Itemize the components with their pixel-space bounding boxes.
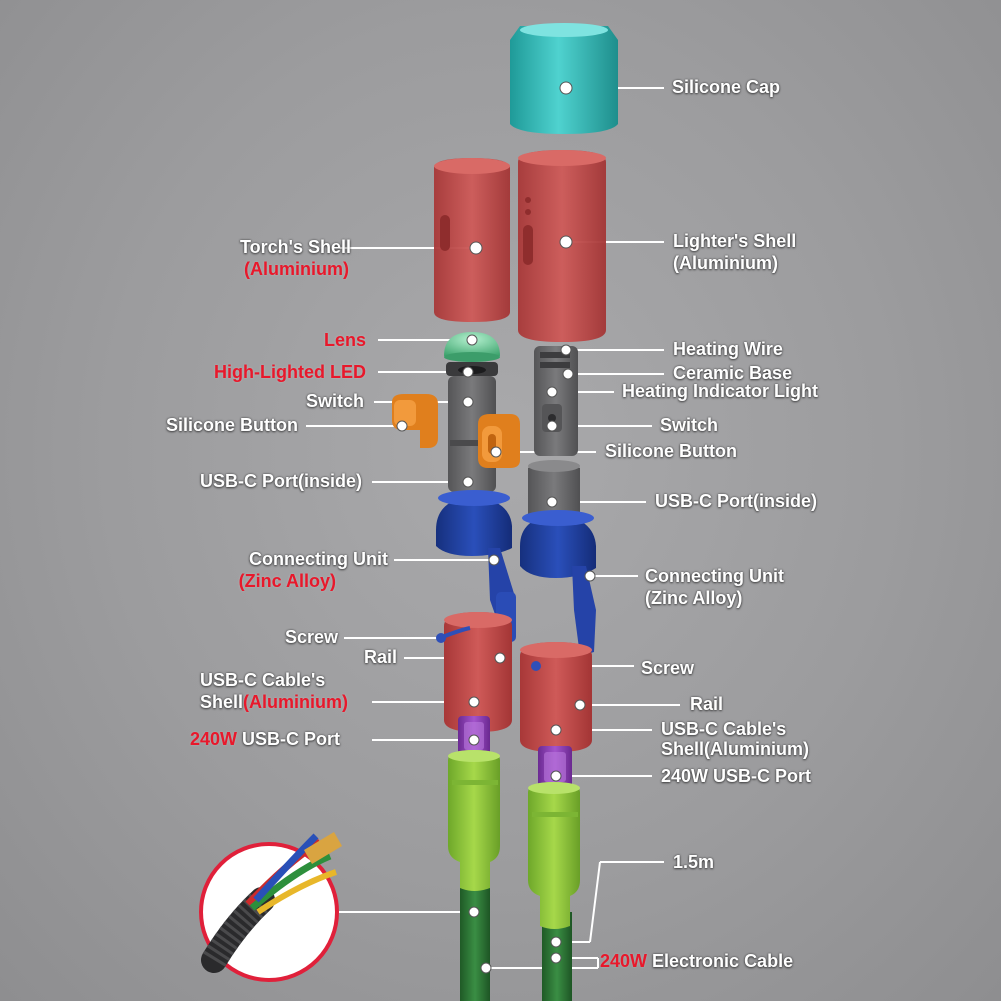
label-usbc-port-240w-right: 240W USB-C Port (661, 766, 812, 786)
label-lens: Lens (323, 330, 366, 350)
label-torch-shell: Torch's Shell (240, 237, 351, 257)
callout-dots (396, 81, 596, 974)
label-screw-right: Screw (641, 658, 695, 678)
lighter-heating-module (534, 346, 578, 456)
label-cable-shell-left-line2: Shell(Aluminium) (200, 692, 348, 713)
label-lighter-shell: Lighter's Shell (673, 231, 797, 251)
label-silicone-button-left: Silicone Button (166, 415, 298, 435)
label-rail-right: Rail (690, 694, 724, 714)
cable-right (528, 782, 580, 1001)
cable-shell-right (520, 642, 592, 752)
label-connecting-unit-right-material: (Zinc Alloy) (645, 588, 743, 608)
cable-left (448, 750, 500, 1001)
label-heating-wire: Heating Wire (673, 339, 783, 359)
connecting-unit-right (520, 510, 596, 656)
label-heating-indicator-light: Heating Indicator Light (622, 381, 818, 401)
lighter-usbc-module (528, 460, 580, 524)
label-240w-left-text: USB-C Port (237, 729, 341, 749)
cable-shell-left (436, 612, 512, 732)
torch-silicone-button-left (392, 394, 438, 448)
label-cable-length: 1.5m (673, 852, 715, 872)
usbc-port-right (538, 746, 572, 788)
label-cable-shell-left-line1: USB-C Cable's (200, 670, 326, 690)
label-cable-shell-left-material: (Aluminium) (243, 692, 349, 712)
label-connecting-unit-left-material: (Zinc Alloy) (238, 571, 336, 591)
label-connecting-unit-left: Connecting Unit (249, 549, 388, 569)
label-cable-shell-left-shell: Shell (200, 692, 244, 712)
silicone-cap (510, 23, 618, 134)
label-ceramic-base: Ceramic Base (673, 363, 793, 383)
label-cable-shell-right-line2: Shell(Aluminium) (661, 739, 809, 759)
label-switch-right: Switch (660, 415, 719, 435)
label-240w-left-power: 240W (190, 729, 238, 749)
label-silicone-button-right: Silicone Button (605, 441, 737, 461)
label-cable-text: Electronic Cable (647, 951, 794, 971)
label-usbc-port-inside-right: USB-C Port(inside) (655, 491, 817, 511)
label-electronic-cable: 240W Electronic Cable (600, 951, 793, 972)
cable-cross-section-inset (199, 832, 342, 982)
label-lighter-shell-material: (Aluminium) (673, 253, 778, 273)
torch-silicone-button-right (478, 414, 520, 468)
label-torch-shell-material: (Aluminium) (244, 259, 349, 279)
label-cable-power: 240W (600, 951, 648, 971)
label-switch-left: Switch (305, 391, 364, 411)
label-connecting-unit-right: Connecting Unit (645, 566, 784, 586)
label-usbc-port-240w-left: 240W USB-C Port (190, 729, 340, 750)
label-rail-left: Rail (363, 647, 397, 667)
label-cable-shell-right-line1: USB-C Cable's (661, 719, 787, 739)
label-high-lighted-led: High-Lighted LED (214, 362, 366, 382)
label-usbc-port-inside-left: USB-C Port(inside) (200, 471, 362, 491)
torch-shell (434, 158, 510, 322)
label-screw-left: Screw (284, 627, 338, 647)
label-silicone-cap: Silicone Cap (672, 77, 781, 97)
